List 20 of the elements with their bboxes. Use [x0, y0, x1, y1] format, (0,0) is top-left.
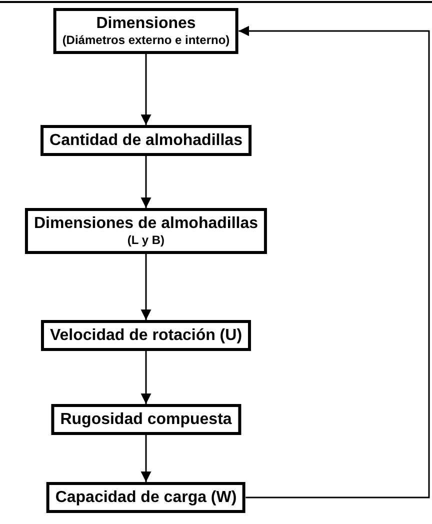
- process-box: [51, 404, 241, 435]
- box-title: Rugosidad compuesta: [60, 410, 232, 429]
- arrow: [140, 156, 152, 208]
- box-subtitle: (Diámetros externo e interno): [62, 33, 230, 48]
- arrow: [140, 351, 152, 404]
- box-title: Velocidad de rotación (U): [50, 326, 242, 345]
- process-box: [40, 320, 252, 351]
- arrow: [140, 54, 152, 125]
- arrow: [238, 26, 430, 498]
- process-box: [24, 208, 268, 254]
- box-title: Dimensiones de almohadillas: [34, 214, 258, 233]
- process-box: [40, 125, 252, 156]
- box-title: Dimensiones: [95, 14, 197, 33]
- box-subtitle: (L y B): [126, 233, 166, 248]
- box-title: Cantidad de almohadillas: [50, 131, 242, 150]
- arrow: [140, 435, 152, 482]
- box-title: Capacidad de carga (W): [55, 488, 237, 507]
- process-box: [53, 8, 239, 54]
- process-box: [46, 482, 246, 513]
- arrow: [140, 254, 152, 320]
